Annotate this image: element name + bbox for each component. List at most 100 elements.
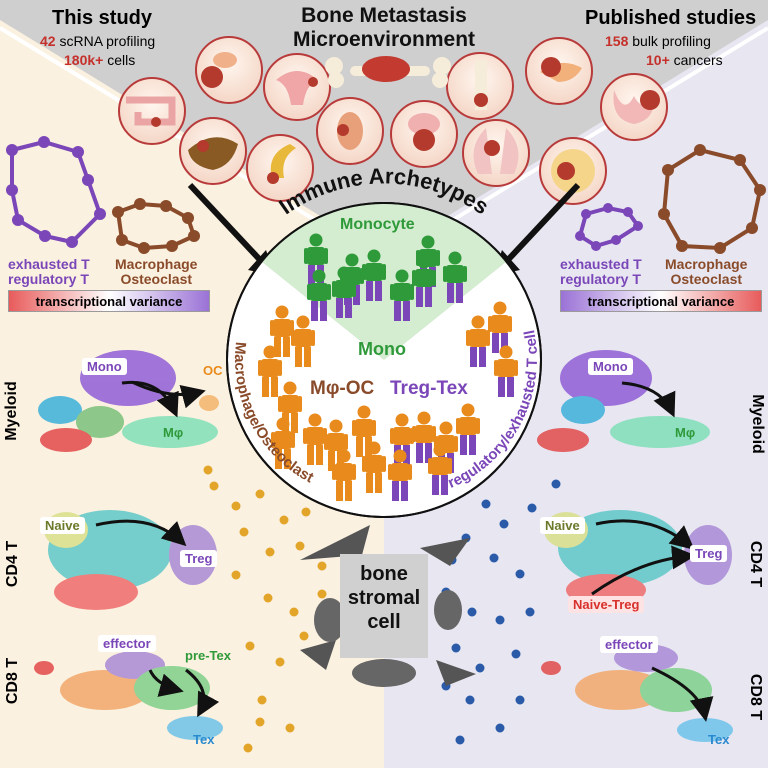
t-cell-figure [466, 315, 490, 367]
stromal-line3: cell [367, 611, 401, 633]
monocyte-figure [412, 255, 436, 307]
right-chip-naive-treg: Naive-Treg [568, 596, 645, 613]
macrophage-figure [291, 315, 315, 367]
left-variance-bar: transcriptional variance [8, 290, 210, 312]
right-macrophage-network [658, 144, 766, 254]
right-m-line2: Osteoclast [670, 271, 743, 287]
t-cell-figure [412, 411, 436, 463]
left-chip-mphi: Mφ [163, 425, 184, 440]
right-cd4-main-cluster [558, 510, 682, 586]
cancers-count: 10+ [646, 52, 670, 68]
organ-icon-2 [118, 77, 186, 145]
t-cell-figure [428, 443, 452, 495]
organ-icon-6 [600, 73, 668, 141]
right-t-line1: exhausted T [560, 256, 642, 272]
right-mono-mphi-arrow [621, 381, 676, 418]
organ-icon-5 [525, 37, 593, 105]
right-variance-bar: transcriptional variance [560, 290, 762, 312]
left-chip-naive: Naive [40, 517, 85, 534]
right-cd8-red-cluster [541, 661, 561, 675]
left-t-legend: exhausted T regulatory T [8, 257, 90, 287]
immune-archetypes-heading: Immune Archetypes [274, 163, 493, 219]
organ-icons [118, 36, 668, 205]
umap-plots [34, 350, 733, 742]
monocyte-figure [332, 266, 356, 318]
right-big-arrow [503, 182, 581, 265]
macrophage-figure [352, 405, 376, 457]
t-cell-figure [494, 345, 518, 397]
treg-tex-label: Treg-Tex [390, 378, 468, 399]
right-t-line2: regulatory T [560, 271, 641, 287]
stromal-label-box [340, 554, 428, 658]
monocyte-figure [390, 269, 414, 321]
monocyte-label: Monocyte [340, 216, 415, 233]
right-cd8-tex-cluster [677, 718, 733, 742]
right-chip-tex: Tex [708, 732, 730, 747]
right-m-line1: Macrophage [665, 256, 748, 272]
organ-icon-12 [539, 137, 607, 205]
cells-text: cells [107, 52, 136, 68]
right-effector-tex-arrow [651, 666, 714, 722]
left-chip-oc: OC [203, 363, 223, 378]
monocyte-figure [307, 269, 331, 321]
right-row-cd8: CD8 T [747, 673, 764, 721]
macrophage-figure [332, 449, 356, 501]
organ-icon-3 [263, 53, 331, 121]
left-cd4-red-cluster [54, 574, 138, 610]
monocyte-figure [443, 251, 467, 303]
organ-icon-7 [179, 117, 247, 185]
left-row-cd4: CD4 T [4, 540, 21, 588]
arc-right-label: regulatory/exhausted T cell [445, 329, 541, 492]
this-study-scrna: 42 scRNA profiling [40, 33, 155, 49]
left-effector-pretex-arrow [148, 669, 184, 697]
organ-icon-9 [316, 97, 384, 165]
left-pretex-tex-arrow [185, 668, 220, 718]
stromal-cell-cluster [300, 525, 476, 687]
organ-icon-10 [390, 100, 458, 168]
bulk-text: bulk profiling [632, 33, 711, 49]
t-cell-figure [488, 301, 512, 353]
published-heading: Published studies [585, 7, 757, 29]
left-row-cd8: CD8 T [4, 657, 21, 705]
scrna-text: scRNA profiling [59, 33, 156, 49]
right-myeloid-blue-cluster [561, 396, 605, 424]
left-m-line1: Macrophage [115, 256, 198, 272]
published-cancers: 10+ cancers [646, 52, 723, 68]
bulk-count: 158 [605, 33, 629, 49]
left-m-legend: Macrophage Osteoclast [115, 257, 197, 287]
cancers-text: cancers [673, 52, 723, 68]
left-chip-tex: Tex [193, 732, 215, 747]
left-row-myeloid: Myeloid [3, 381, 20, 441]
right-t-cell-network [575, 203, 643, 251]
title-line-2: Microenvironment [292, 28, 476, 51]
right-m-legend: Macrophage Osteoclast [665, 257, 747, 287]
left-mono-mphi-arrow [121, 380, 179, 418]
right-myeloid-red-cluster [537, 428, 589, 452]
right-naivetreg-treg-arrow [591, 545, 696, 596]
left-mono-oc-arrow [131, 380, 206, 409]
left-macrophage-network [112, 198, 200, 254]
left-chip-pretex: pre-Tex [185, 648, 231, 663]
trajectory-arrows [95, 380, 714, 722]
right-t-legend: exhausted T regulatory T [560, 257, 642, 287]
macrophage-figure [271, 417, 295, 469]
left-myeloid-green-cluster [76, 406, 124, 438]
published-bulk: 158 bulk profiling [605, 33, 711, 49]
left-chip-mono: Mono [82, 358, 127, 375]
monocyte-figure [362, 249, 386, 301]
right-row-cd4: CD4 T [747, 540, 764, 588]
left-cd8-red-cluster [34, 661, 54, 675]
right-chip-mphi: Mφ [675, 425, 696, 440]
cells-count: 180k+ [64, 52, 104, 68]
left-cd8-tex-cluster [167, 716, 223, 740]
left-t-line2: regulatory T [8, 271, 89, 287]
stromal-line2: stromal [347, 587, 421, 609]
right-chip-naive: Naive [540, 517, 585, 534]
right-naive-treg-arrow [595, 519, 695, 550]
stromal-label: bone stromal cell [340, 562, 428, 634]
main-title: Bone Metastasis Microenvironment [0, 4, 768, 52]
mono-center-label: Mono [358, 339, 406, 359]
organ-icon-8 [246, 134, 314, 202]
